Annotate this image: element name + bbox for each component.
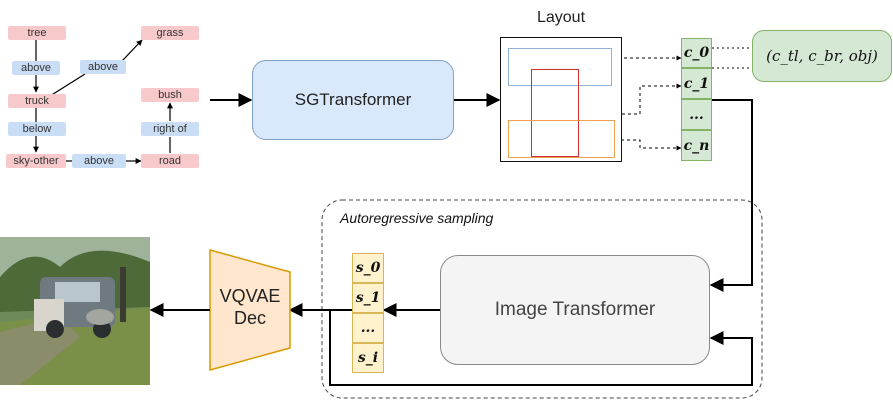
box-format-label: (c_tl, c_br, obj) bbox=[766, 47, 878, 65]
autoregressive-sampling-label: Autoregressive sampling bbox=[340, 210, 494, 226]
relation-truck-grass: above bbox=[80, 60, 126, 74]
vqvae-decoder-shape bbox=[209, 249, 291, 371]
token-s0-label: s_0 bbox=[355, 260, 381, 276]
token-s-ellipsis: ... bbox=[352, 313, 384, 343]
node-truck: truck bbox=[8, 94, 66, 108]
sgtransformer-block: SGTransformer bbox=[252, 60, 454, 140]
layout-box-red bbox=[531, 69, 579, 157]
sgtransformer-label: SGTransformer bbox=[294, 90, 412, 109]
image-transformer-label: Image Transformer bbox=[494, 299, 656, 320]
relation-tree-truck: above bbox=[12, 61, 60, 75]
edge-truck-above2 bbox=[49, 73, 86, 97]
token-c0: c_0 bbox=[681, 38, 712, 68]
node-grass: grass bbox=[141, 26, 199, 40]
decoder-label-line1: VQVAE bbox=[219, 286, 281, 306]
generated-scene-photo bbox=[0, 237, 150, 385]
token-si-label: s_i bbox=[357, 350, 379, 366]
link-box-to-cn bbox=[615, 139, 682, 151]
layout-canvas bbox=[500, 37, 622, 162]
decoder-label-line2: Dec bbox=[233, 308, 266, 328]
relation-sky-road: above bbox=[72, 154, 126, 168]
token-s0: s_0 bbox=[352, 253, 384, 283]
layout-box-orange bbox=[508, 120, 615, 158]
token-si: s_i bbox=[352, 343, 384, 373]
token-s1-label: s_1 bbox=[355, 290, 381, 306]
arrow-tokens-to-image-transformer bbox=[709, 99, 753, 292]
box-format-bubble: (c_tl, c_br, obj) bbox=[752, 30, 892, 82]
token-cn-label: c_n bbox=[683, 137, 710, 154]
vqvae-decoder-label: VQVAE Dec bbox=[210, 285, 290, 329]
node-tree: tree bbox=[8, 26, 66, 40]
relation-road-bush: right of bbox=[141, 122, 199, 136]
relation-truck-sky: below bbox=[8, 122, 66, 136]
layout-title: Layout bbox=[536, 9, 586, 26]
token-c1-label: c_1 bbox=[683, 75, 710, 92]
token-s1: s_1 bbox=[352, 283, 384, 313]
layout-box-blue bbox=[508, 48, 612, 86]
token-c0-label: c_0 bbox=[683, 45, 710, 61]
node-road: road bbox=[141, 154, 199, 168]
node-bush: bush bbox=[141, 88, 199, 102]
token-ellipsis-label: ... bbox=[689, 106, 704, 123]
token-s-ellipsis-label: ... bbox=[360, 320, 376, 336]
autoregressive-region bbox=[321, 199, 763, 399]
image-transformer-block: Image Transformer bbox=[440, 255, 710, 365]
token-cn: c_n bbox=[681, 130, 712, 161]
edge-above2-grass bbox=[121, 39, 143, 62]
token-c1: c_1 bbox=[681, 68, 712, 99]
token-ellipsis: ... bbox=[681, 99, 712, 130]
node-sky-other: sky-other bbox=[6, 154, 66, 168]
